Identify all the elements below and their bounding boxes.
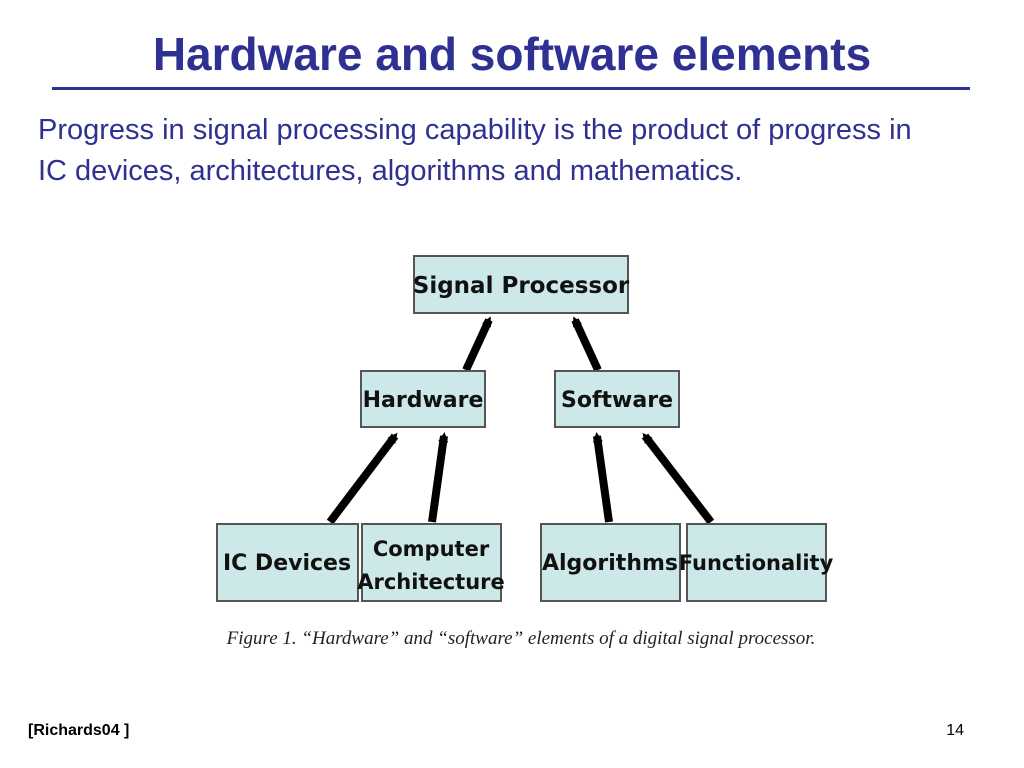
page-number: 14 bbox=[946, 722, 964, 739]
node-hardware: Hardware bbox=[360, 370, 486, 428]
node-label-hardware: Hardware bbox=[363, 388, 484, 413]
footer-citation: [Richards04 ] bbox=[28, 722, 130, 739]
node-software: Software bbox=[554, 370, 680, 428]
arrow-algorithms-to-software bbox=[592, 432, 613, 523]
node-label-functionality: Functionality bbox=[679, 551, 834, 575]
arrow-software-to-signal-processor bbox=[571, 316, 602, 372]
node-functionality: Functionality bbox=[679, 523, 834, 602]
node-label-ic-devices: IC Devices bbox=[223, 551, 351, 576]
arrow-hardware-to-signal-processor bbox=[462, 316, 493, 372]
node-ic-devices: IC Devices bbox=[216, 523, 359, 602]
title-underline bbox=[52, 87, 970, 90]
arrow-functionality-to-software bbox=[641, 432, 715, 525]
figure-caption: Figure 1. “Hardware” and “software” elem… bbox=[226, 628, 816, 649]
slide-title: Hardware and software elements bbox=[152, 28, 872, 80]
diagram-arrows bbox=[326, 316, 715, 525]
arrow-ic-devices-to-hardware bbox=[326, 432, 399, 525]
node-signal-processor: Signal Processor bbox=[413, 255, 630, 314]
node-label-computer-architecture-line1: Computer bbox=[373, 537, 490, 561]
node-computer-architecture: Computer Architecture bbox=[357, 523, 505, 602]
node-label-algorithms: Algorithms bbox=[542, 551, 678, 576]
node-label-signal-processor: Signal Processor bbox=[413, 273, 630, 299]
node-label-software: Software bbox=[561, 388, 673, 413]
arrow-computer-architecture-to-hardware bbox=[428, 432, 449, 523]
slide-body-text: Progress in signal processing capability… bbox=[38, 114, 912, 187]
node-algorithms: Algorithms bbox=[540, 523, 681, 602]
node-label-computer-architecture-line2: Architecture bbox=[357, 570, 505, 594]
